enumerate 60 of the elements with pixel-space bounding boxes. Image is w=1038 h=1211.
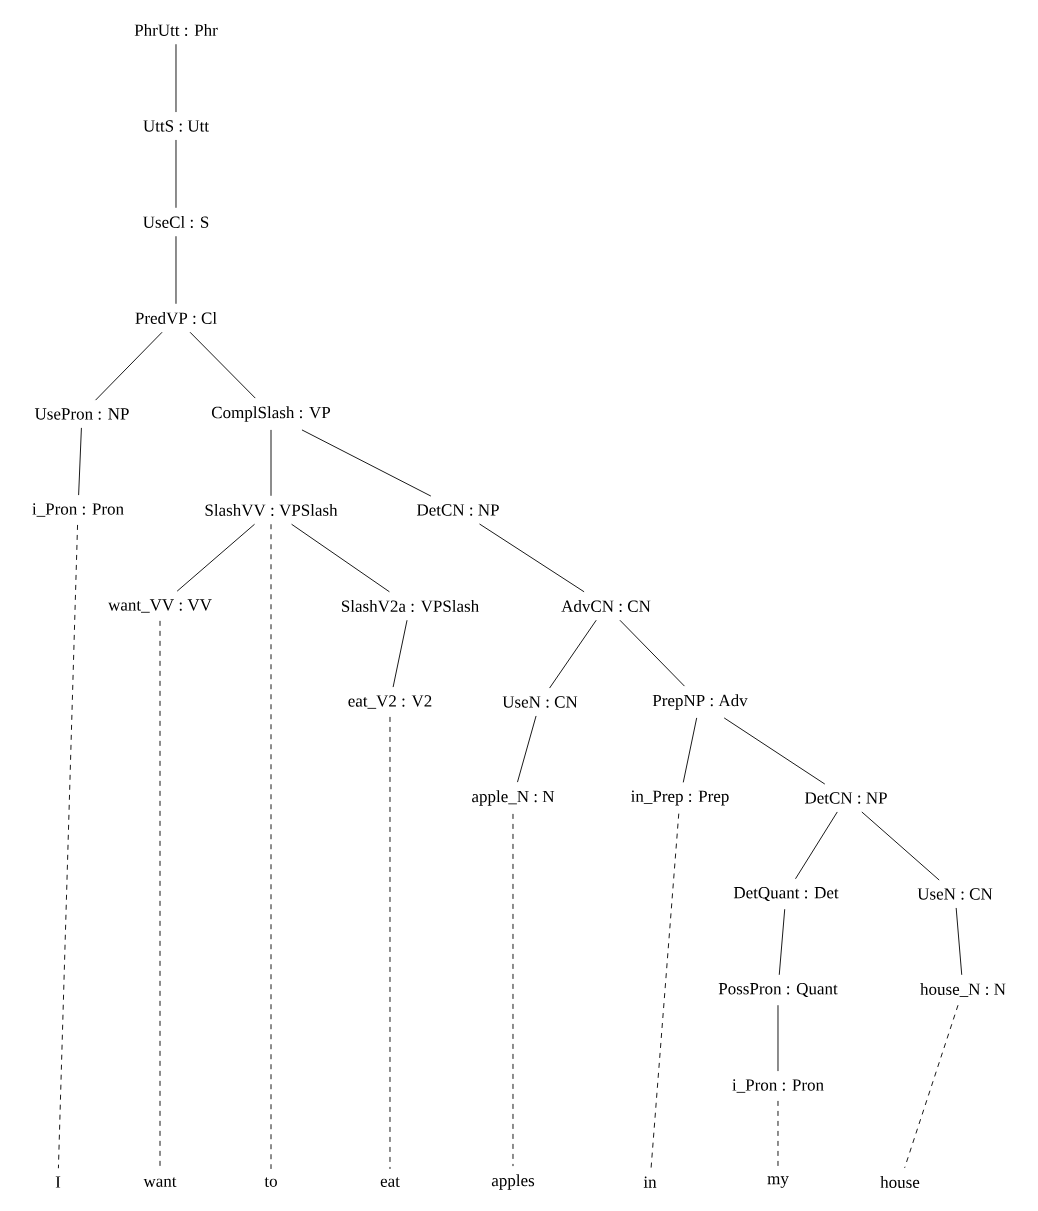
tree-line	[777, 1004, 779, 1072]
tree-line	[176, 523, 255, 592]
tree-node-label: DetCN : NP	[804, 792, 887, 804]
word-label: eat	[380, 1177, 400, 1187]
tree-node-label: i_Pron : Pron	[732, 1079, 824, 1093]
word-label: apples	[491, 1174, 535, 1190]
tree-node-label: PrepNP : Adv	[652, 694, 748, 710]
tree-line	[955, 907, 963, 976]
dashed-line	[512, 813, 514, 1167]
tree-node-label: UttS : Utt	[143, 120, 209, 132]
word-label: I	[55, 1176, 61, 1188]
tree-node-label: DetCN : NP	[416, 504, 499, 516]
tree-line	[270, 429, 272, 497]
tree-line	[175, 43, 177, 113]
tree-node-label: PredVP : Cl	[135, 312, 217, 325]
tree-node-label: ComplSlash : VP	[211, 406, 331, 422]
word-label: want	[143, 1177, 177, 1187]
tree-node-label: house_N : N	[920, 983, 1006, 997]
tree-node-label: in_Prep : Prep	[631, 790, 729, 806]
tree-node-label: SlashVV : VPSlash	[205, 504, 338, 517]
tree-node-label: PossPron : Quant	[718, 983, 838, 997]
dashed-line	[777, 1100, 779, 1169]
dashed-line	[650, 813, 680, 1169]
tree-line	[517, 715, 537, 783]
tree-line	[189, 331, 256, 399]
word-label: to	[264, 1177, 277, 1187]
tree-node-label: want_VV : VV	[108, 599, 212, 613]
tree-node-label: apple_N : N	[472, 790, 555, 806]
dashed-line	[57, 524, 78, 1169]
tree-line	[392, 619, 408, 688]
tree-line	[175, 235, 177, 305]
tree-node-label: UseN : CN	[917, 888, 993, 900]
tree-line	[723, 717, 826, 785]
tree-line	[291, 523, 390, 593]
tree-line	[682, 717, 698, 783]
tree-node-label: eat_V2 : V2	[348, 695, 432, 709]
tree-line	[95, 331, 163, 401]
tree-node-label: UseN : CN	[502, 696, 578, 708]
tree-node-label: i_Pron : Pron	[32, 503, 124, 517]
tree-node-label: UseCl : S	[143, 216, 209, 228]
dashed-line	[270, 523, 272, 1170]
tree-node-label: PhrUtt : Phr	[134, 24, 218, 36]
word-label: house	[880, 1176, 920, 1188]
tree-line	[549, 619, 597, 689]
tree-line	[795, 811, 838, 880]
tree-line	[175, 139, 177, 209]
tree-line	[778, 908, 786, 976]
dashed-line	[389, 716, 391, 1170]
word-label: in	[643, 1176, 657, 1188]
tree-line	[479, 523, 585, 593]
tree-node-label: UsePron : NP	[34, 408, 129, 420]
dashed-line	[904, 1004, 959, 1169]
tree-node-label: SlashV2a : VPSlash	[341, 600, 479, 613]
tree-line	[301, 429, 432, 497]
tree-line	[78, 427, 82, 496]
tree-node-label: AdvCN : CN	[561, 600, 651, 612]
tree-line	[619, 619, 685, 687]
tree-node-label: DetQuant : Det	[733, 887, 839, 901]
tree-line	[861, 811, 940, 881]
word-label: my	[767, 1176, 789, 1188]
